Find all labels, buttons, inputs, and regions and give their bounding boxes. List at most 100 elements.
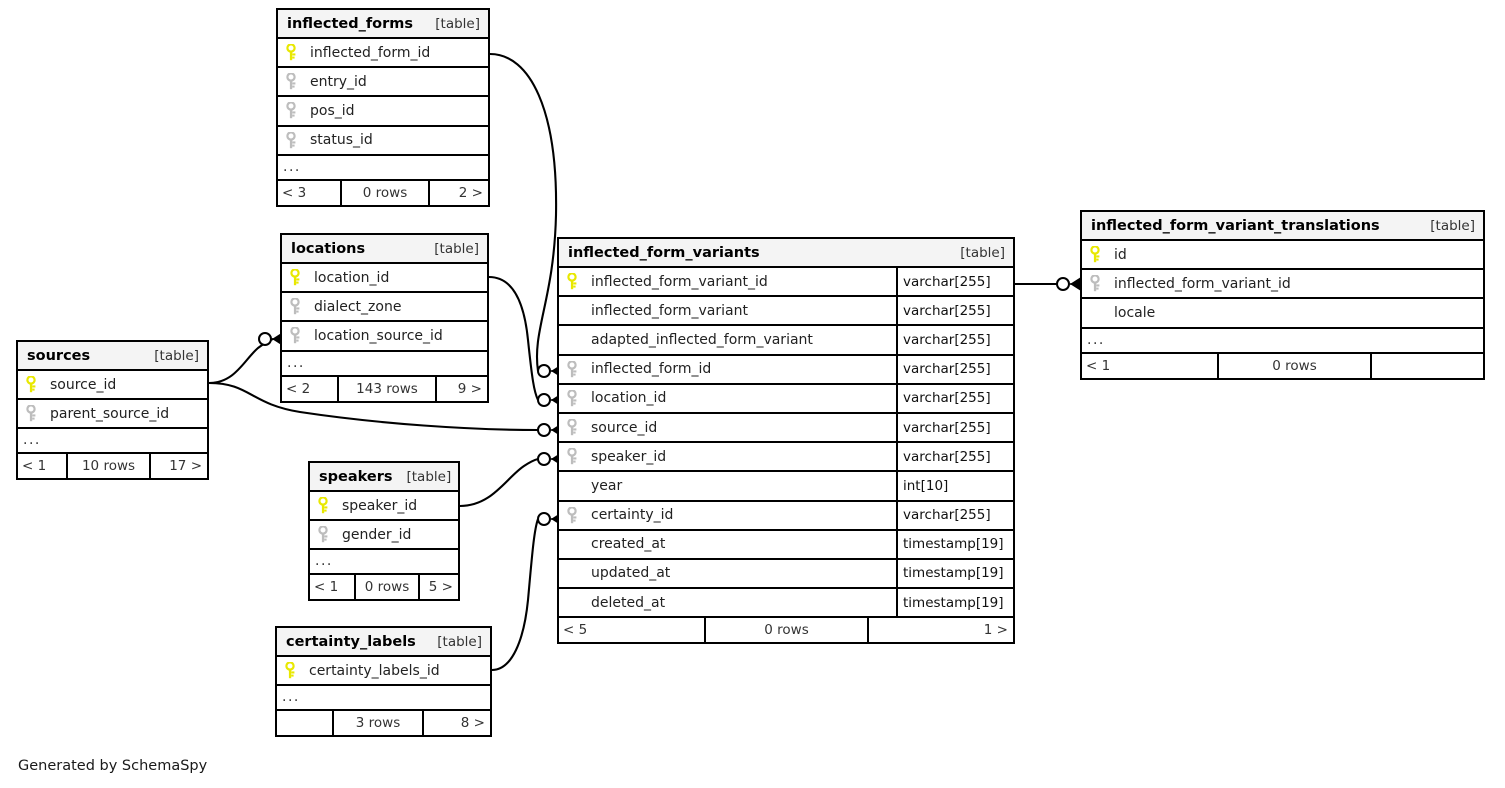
foreign-key-icon — [567, 389, 589, 407]
more-columns-ellipsis[interactable]: ... — [310, 550, 458, 576]
primary-key-icon — [1090, 246, 1112, 263]
column-label: speaker_id — [342, 497, 418, 514]
more-columns-ellipsis[interactable]: ... — [277, 686, 490, 712]
column-row[interactable]: inflected_form_id — [278, 39, 488, 69]
primary-key-icon — [567, 273, 589, 290]
table-type-tag: [table] — [960, 244, 1005, 261]
primary-key-icon — [290, 269, 312, 286]
footer-prev-count[interactable]: < 1 — [22, 458, 47, 475]
footer-next-count[interactable] — [1372, 354, 1483, 378]
table-title: inflected_forms — [287, 15, 414, 32]
column-row[interactable]: entry_id — [278, 68, 488, 98]
column-label: dialect_zone — [314, 298, 402, 315]
column-name-cell: year — [559, 472, 896, 499]
footer-prev-count[interactable] — [277, 711, 332, 735]
column-name-cell: inflected_form_variant — [559, 297, 896, 324]
table-inflected_form_variant_translations[interactable]: inflected_form_variant_translations[tabl… — [1080, 210, 1485, 380]
footer-next-count[interactable]: 17 > — [169, 458, 202, 475]
table-header-inflected_form_variant_translations: inflected_form_variant_translations[tabl… — [1082, 212, 1483, 241]
column-row[interactable]: status_id — [278, 126, 488, 156]
column-label: id — [1114, 246, 1127, 263]
more-columns-ellipsis[interactable]: ... — [1082, 329, 1483, 354]
column-type: varchar[255] — [896, 268, 1013, 296]
column-row[interactable]: speaker_id — [310, 492, 458, 522]
footer-next-count[interactable]: 5 > — [428, 579, 453, 596]
column-type: varchar[255] — [896, 355, 1013, 383]
column-label: inflected_form_id — [310, 44, 431, 61]
connector-speakers-to-variants — [459, 457, 539, 508]
more-columns-ellipsis[interactable]: ... — [278, 156, 488, 181]
footer-next-count[interactable]: 8 > — [460, 715, 485, 732]
table-title: locations — [291, 240, 366, 257]
footer-prev-count[interactable]: < 5 — [563, 622, 588, 639]
table-type-tag: [table] — [406, 468, 452, 485]
column-name-cell: updated_at — [559, 560, 896, 587]
column-row[interactable]: parent_source_id — [18, 400, 207, 430]
column-row[interactable]: dialect_zone — [282, 293, 487, 323]
footer-next-count[interactable]: 2 > — [458, 184, 483, 201]
footer-prev-count[interactable]: < 1 — [1086, 357, 1111, 374]
column-label: location_id — [591, 390, 667, 407]
footer-next-count[interactable]: 1 > — [983, 622, 1008, 639]
generated-by-credit: Generated by SchemaSpy — [18, 758, 208, 774]
table-header-inflected_form_variants: inflected_form_variants[table] — [559, 239, 1013, 268]
column-row[interactable]: pos_id — [278, 97, 488, 127]
table-certainty_labels[interactable]: certainty_labels[table]certainty_labels_… — [275, 626, 492, 738]
column-row[interactable]: location_id — [282, 264, 487, 294]
column-label: inflected_form_variant_id — [591, 273, 768, 290]
column-label: certainty_labels_id — [309, 662, 440, 679]
column-type: varchar[255] — [896, 501, 1013, 529]
column-name-cell: locale — [1082, 299, 1483, 326]
column-label: pos_id — [310, 102, 355, 119]
foreign-key-icon — [26, 405, 48, 422]
footer-prev-count[interactable]: < 1 — [314, 579, 339, 596]
table-header-inflected_forms: inflected_forms[table] — [278, 10, 488, 39]
column-row[interactable]: source_id — [18, 371, 207, 401]
footer-prev-count[interactable]: < 3 — [282, 184, 307, 201]
column-name-cell: location_source_id — [282, 322, 487, 349]
table-inflected_form_variants[interactable]: inflected_form_variants[table]inflected_… — [557, 237, 1015, 645]
column-row[interactable]: location_source_id — [282, 322, 487, 352]
footer-next-count[interactable]: 9 > — [457, 380, 482, 397]
column-name-cell: dialect_zone — [282, 293, 487, 320]
footer-prev-count[interactable]: < 2 — [286, 380, 311, 397]
connector-locations-to-variants — [488, 275, 539, 401]
more-columns-ellipsis[interactable]: ... — [18, 429, 207, 455]
more-columns-ellipsis[interactable]: ... — [282, 352, 487, 377]
table-header-locations: locations[table] — [282, 235, 487, 264]
footer-row-count: 0 rows — [1217, 353, 1372, 378]
footer-row-count: 10 rows — [66, 454, 151, 479]
column-name-cell: location_id — [559, 385, 896, 412]
connector-certainty-labels-to-variants — [491, 518, 539, 672]
column-type: timestamp[19] — [896, 559, 1013, 588]
column-row[interactable]: certainty_labels_id — [277, 657, 490, 687]
column-label: source_id — [591, 419, 658, 436]
column-row[interactable]: gender_id — [310, 521, 458, 551]
column-row[interactable]: inflected_form_variant_id varchar[255] — [559, 268, 1013, 298]
column-label: inflected_form_variant — [591, 302, 748, 319]
column-name-cell: location_id — [282, 264, 487, 291]
column-row[interactable]: id — [1082, 241, 1483, 271]
column-type: varchar[255] — [896, 326, 1013, 354]
column-row[interactable]: locale — [1082, 299, 1483, 329]
column-label: status_id — [310, 132, 373, 149]
column-row[interactable]: inflected_form_variant_id — [1082, 270, 1483, 300]
column-name-cell: inflected_form_id — [559, 356, 896, 383]
